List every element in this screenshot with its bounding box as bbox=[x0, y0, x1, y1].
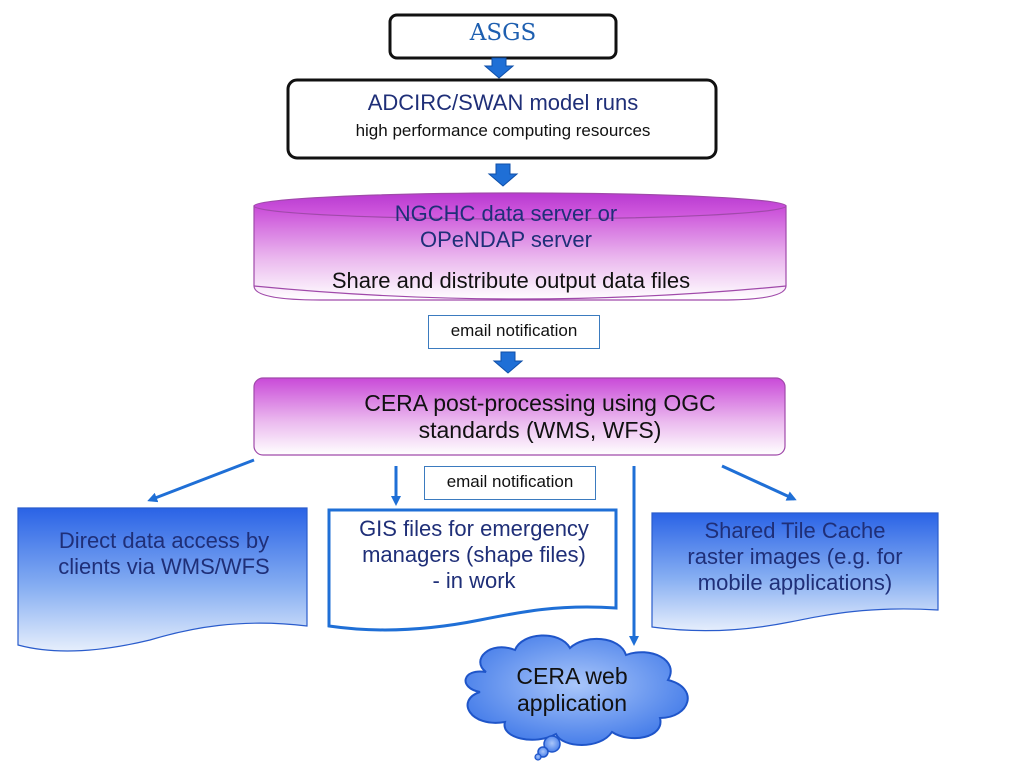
down-arrow-3 bbox=[492, 351, 524, 374]
adcirc-box bbox=[286, 78, 718, 160]
gis-line-2: managers (shape files) bbox=[362, 541, 586, 567]
cera-post-line-1: CERA post-processing using OGC bbox=[364, 390, 716, 416]
direct-access-text: Direct data access by clients via WMS/WF… bbox=[22, 528, 306, 580]
ngchc-title-line-1: NGCHC data server or bbox=[394, 201, 618, 226]
down-arrow-1 bbox=[483, 57, 515, 79]
arrow-to-tile bbox=[721, 464, 797, 501]
direct-doc-shape bbox=[17, 507, 308, 652]
gis-files-text: GIS files for emergency managers (shape … bbox=[330, 516, 618, 594]
tile-line-2: raster images (e.g. for bbox=[687, 543, 903, 569]
direct-line-1: Direct data access by bbox=[58, 528, 270, 553]
web-line-1: CERA web bbox=[516, 663, 628, 689]
adcirc-title: ADCIRC/SWAN model runs bbox=[367, 90, 639, 115]
tile-cache-text: Shared Tile Cache raster images (e.g. fo… bbox=[654, 518, 936, 596]
ngchc-cylinder bbox=[253, 192, 787, 301]
tile-line-1: Shared Tile Cache bbox=[704, 518, 886, 543]
gis-doc-shape bbox=[327, 508, 618, 632]
arrow-to-direct bbox=[147, 458, 255, 503]
cera-post-title: CERA post-processing using OGC standards… bbox=[300, 390, 780, 444]
asgs-label: ASGS bbox=[469, 20, 537, 46]
cera-post-line-2: standards (WMS, WFS) bbox=[418, 417, 662, 444]
web-line-2: application bbox=[517, 690, 627, 717]
ngchc-title: NGCHC data server or OPeNDAP server bbox=[300, 201, 712, 253]
tile-doc-shape bbox=[651, 512, 939, 632]
cera-web-cloud bbox=[464, 634, 689, 761]
adcirc-subtitle: high performance computing resources bbox=[355, 121, 651, 140]
tile-line-3: mobile applications) bbox=[697, 569, 893, 595]
email-notification-2: email notification bbox=[424, 466, 596, 500]
cera-web-text: CERA web application bbox=[490, 663, 654, 717]
down-arrow-2 bbox=[487, 163, 519, 187]
gis-line-1: GIS files for emergency bbox=[359, 516, 589, 541]
email-notification-1: email notification bbox=[428, 315, 600, 349]
direct-line-2: clients via WMS/WFS bbox=[58, 553, 270, 579]
ngchc-title-line-2: OPeNDAP server bbox=[420, 226, 592, 252]
ngchc-subtitle: Share and distribute output data files bbox=[331, 268, 691, 293]
cera-post-box bbox=[253, 377, 786, 456]
gis-line-3: - in work bbox=[432, 567, 516, 593]
